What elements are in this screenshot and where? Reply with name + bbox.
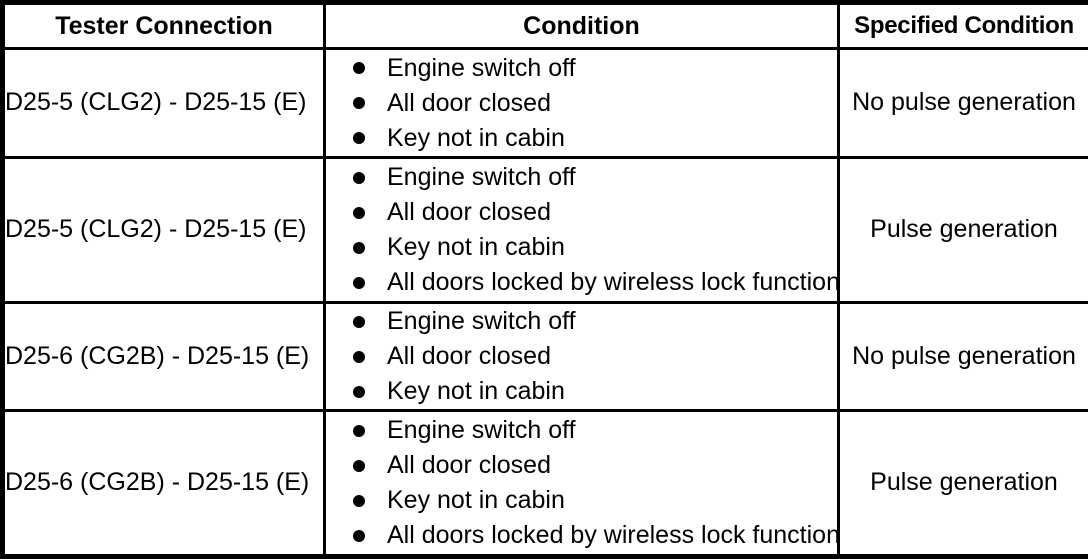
condition-text: All doors locked by wireless lock functi… — [387, 268, 840, 296]
tester-connection-cell: D25-6 (CG2B) - D25-15 (E) — [3, 303, 325, 411]
filled-circle-bullet-icon — [353, 62, 365, 74]
filled-circle-bullet-icon — [353, 172, 365, 184]
specified-condition-cell: No pulse generation — [839, 303, 1088, 411]
column-header-tester-connection: Tester Connection — [3, 3, 325, 49]
condition-cell: Engine switch off All door closed Key no… — [325, 49, 839, 158]
filled-circle-bullet-icon — [353, 351, 365, 363]
condition-text: All door closed — [387, 342, 551, 370]
list-item: Engine switch off — [351, 160, 837, 195]
filled-circle-bullet-icon — [353, 530, 365, 542]
condition-text: Key not in cabin — [387, 233, 565, 261]
filled-circle-bullet-icon — [353, 207, 365, 219]
specified-condition-cell: Pulse generation — [839, 411, 1088, 557]
condition-text: All door closed — [387, 451, 551, 479]
table-row: D25-6 (CG2B) - D25-15 (E) Engine switch … — [3, 411, 1088, 557]
condition-text: All door closed — [387, 198, 551, 226]
condition-text: Key not in cabin — [387, 486, 565, 514]
list-item: Engine switch off — [351, 51, 837, 86]
tester-connection-cell: D25-6 (CG2B) - D25-15 (E) — [3, 411, 325, 557]
condition-list: Engine switch off All door closed Key no… — [326, 304, 837, 409]
filled-circle-bullet-icon — [353, 386, 365, 398]
filled-circle-bullet-icon — [353, 242, 365, 254]
specified-condition-cell: Pulse generation — [839, 158, 1088, 303]
condition-list: Engine switch off All door closed Key no… — [326, 51, 837, 156]
condition-text: Key not in cabin — [387, 377, 565, 405]
filled-circle-bullet-icon — [353, 495, 365, 507]
tester-connection-cell: D25-5 (CLG2) - D25-15 (E) — [3, 49, 325, 158]
condition-text: Engine switch off — [387, 307, 576, 335]
table-row: D25-5 (CLG2) - D25-15 (E) Engine switch … — [3, 158, 1088, 303]
condition-text: All doors locked by wireless lock functi… — [387, 521, 840, 549]
condition-cell: Engine switch off All door closed Key no… — [325, 411, 839, 557]
condition-cell: Engine switch off All door closed Key no… — [325, 303, 839, 411]
column-header-condition: Condition — [325, 3, 839, 49]
list-item: All doors locked by wireless lock functi… — [351, 518, 837, 553]
list-item: Key not in cabin — [351, 483, 837, 518]
filled-circle-bullet-icon — [353, 316, 365, 328]
condition-text: All door closed — [387, 89, 551, 117]
list-item: Key not in cabin — [351, 230, 837, 265]
list-item: Engine switch off — [351, 304, 837, 339]
condition-list: Engine switch off All door closed Key no… — [326, 413, 837, 553]
table-header-row: Tester Connection Condition Specified Co… — [3, 3, 1088, 49]
specified-condition-cell: No pulse generation — [839, 49, 1088, 158]
condition-cell: Engine switch off All door closed Key no… — [325, 158, 839, 303]
filled-circle-bullet-icon — [353, 277, 365, 289]
condition-text: Engine switch off — [387, 54, 576, 82]
list-item: All door closed — [351, 195, 837, 230]
filled-circle-bullet-icon — [353, 460, 365, 472]
condition-text: Engine switch off — [387, 416, 576, 444]
list-item: All door closed — [351, 339, 837, 374]
condition-text: Key not in cabin — [387, 124, 565, 152]
list-item: Key not in cabin — [351, 121, 837, 156]
column-header-specified-condition: Specified Condition — [839, 3, 1088, 49]
table-row: D25-6 (CG2B) - D25-15 (E) Engine switch … — [3, 303, 1088, 411]
condition-list: Engine switch off All door closed Key no… — [326, 160, 837, 300]
list-item: All door closed — [351, 86, 837, 121]
tester-connection-cell: D25-5 (CLG2) - D25-15 (E) — [3, 158, 325, 303]
table-row: D25-5 (CLG2) - D25-15 (E) Engine switch … — [3, 49, 1088, 158]
list-item: Key not in cabin — [351, 374, 837, 409]
filled-circle-bullet-icon — [353, 132, 365, 144]
list-item: All door closed — [351, 448, 837, 483]
filled-circle-bullet-icon — [353, 97, 365, 109]
condition-text: Engine switch off — [387, 163, 576, 191]
list-item: Engine switch off — [351, 413, 837, 448]
filled-circle-bullet-icon — [353, 425, 365, 437]
list-item: All doors locked by wireless lock functi… — [351, 265, 837, 300]
